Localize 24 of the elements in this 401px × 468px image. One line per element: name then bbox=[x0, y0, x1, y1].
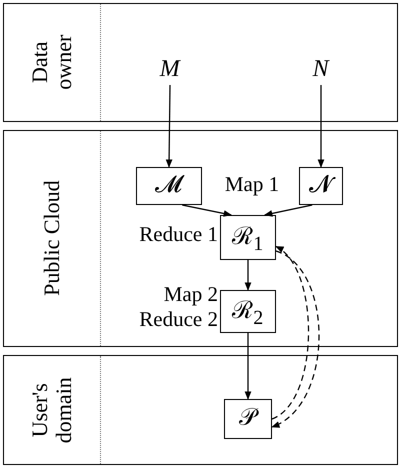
lane-band bbox=[3, 3, 398, 122]
arrow bbox=[182, 204, 232, 217]
input-symbol: N bbox=[308, 54, 334, 85]
lane-band bbox=[3, 130, 398, 347]
step-label: Map 2 Reduce 2 bbox=[138, 282, 218, 332]
process-box: ℛ$_{1}$ bbox=[220, 214, 276, 260]
arrow bbox=[166, 85, 172, 168]
step-label: Reduce 1 bbox=[138, 222, 218, 248]
process-box: 𝓜 bbox=[136, 166, 202, 205]
arrow bbox=[244, 260, 252, 291]
lane-band bbox=[3, 355, 398, 465]
lane-title: Data owner bbox=[28, 34, 76, 92]
lane-title: User's domain bbox=[28, 376, 76, 445]
process-box: 𝓝 bbox=[298, 166, 343, 205]
process-box: ℛ$_{2}$ bbox=[220, 290, 276, 333]
arrow bbox=[244, 333, 252, 400]
arrow bbox=[272, 246, 310, 420]
arrow bbox=[318, 85, 324, 168]
input-symbol: M bbox=[158, 54, 182, 85]
lane-title: Public Cloud bbox=[40, 180, 64, 298]
arrow bbox=[271, 250, 320, 428]
arrow bbox=[264, 204, 312, 217]
step-label: Map 1 bbox=[224, 172, 280, 197]
process-box: 𝒫 bbox=[224, 398, 272, 439]
